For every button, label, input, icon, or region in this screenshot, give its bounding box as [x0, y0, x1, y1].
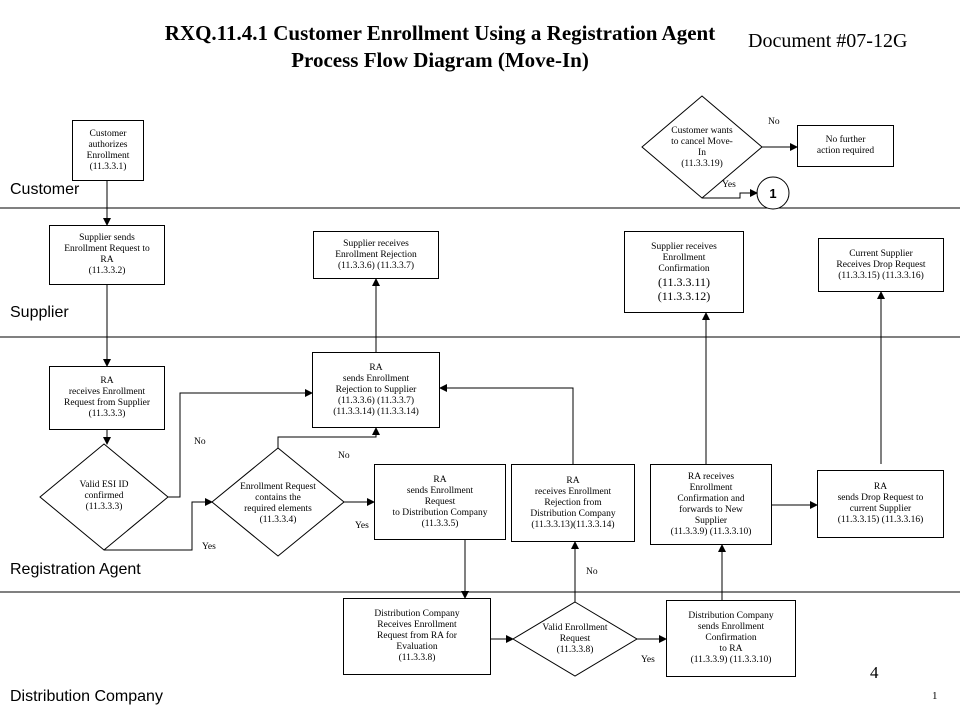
- label-valid-esi-no: No: [194, 437, 206, 447]
- decision-valid-request: Valid Enrollment Request (11.3.3.8): [542, 622, 608, 655]
- label-contains-no: No: [338, 451, 350, 461]
- lane-label-distribution-company: Distribution Company: [10, 688, 163, 705]
- step-supplier-receives-confirmation: Supplier receives Enrollment Confirmatio…: [624, 231, 744, 313]
- step-ra-sends-rejection: RA sends Enrollment Rejection to Supplie…: [312, 352, 440, 428]
- wire-valid-esi-no: [168, 389, 313, 498]
- wire-contains-no: [277, 427, 380, 448]
- label-contains-yes: Yes: [355, 521, 369, 531]
- wire-cancel-yes: [702, 189, 758, 199]
- label-valid-request-no: No: [586, 567, 598, 577]
- slide-number: 1: [932, 690, 938, 702]
- step-ra-receives-confirmation: RA receives Enrollment Confirmation and …: [650, 464, 772, 545]
- step-ra-sends-drop: RA sends Drop Request to current Supplie…: [817, 470, 944, 538]
- step-supplier-sends-request: Supplier sends Enrollment Request to RA …: [49, 225, 165, 285]
- page-number: 4: [870, 663, 879, 682]
- step-ra-sends-to-dc: RA sends Enrollment Request to Distribut…: [374, 464, 506, 540]
- step-no-further-action: No further action required: [797, 125, 894, 167]
- wire-dc-rejection-to-ra: [439, 384, 574, 464]
- label-cancel-no: No: [768, 117, 780, 127]
- label-valid-request-yes: Yes: [641, 655, 655, 665]
- decision-valid-esi: Valid ESI ID confirmed (11.3.3.3): [79, 479, 129, 512]
- lane-label-supplier: Supplier: [10, 304, 69, 321]
- step-dc-sends-confirmation: Distribution Company sends Enrollment Co…: [666, 600, 796, 677]
- step-supplier-receives-rejection: Supplier receives Enrollment Rejection (…: [313, 231, 439, 279]
- wire-valid-esi-yes: [104, 498, 213, 551]
- decision-contains-elements: Enrollment Request contains the required…: [240, 482, 316, 525]
- supplier-confirmation-codes: (11.3.3.11) (11.3.3.12): [657, 274, 711, 303]
- supplier-confirmation-text: Supplier receives Enrollment Confirmatio…: [651, 241, 717, 274]
- decision-contains-elements-shape: [211, 447, 345, 557]
- label-cancel-yes: Yes: [722, 180, 736, 190]
- lane-label-registration-agent: Registration Agent: [10, 561, 141, 578]
- page-title: RXQ.11.4.1 Customer Enrollment Using a R…: [164, 21, 716, 72]
- document-number: Document #07-12G: [748, 30, 908, 52]
- step-ra-receives-rejection: RA receives Enrollment Rejection from Di…: [511, 464, 635, 542]
- decision-valid-request-shape: [512, 601, 638, 677]
- label-valid-esi-yes: Yes: [202, 542, 216, 552]
- step-current-supplier-receives-drop: Current Supplier Receives Drop Request (…: [818, 238, 944, 292]
- lane-label-customer: Customer: [10, 181, 80, 198]
- decision-cancel-move-in: Customer wants to cancel Move- In (11.3.…: [671, 126, 733, 169]
- step-ra-receives-request: RA receives Enrollment Request from Supp…: [49, 366, 165, 430]
- connector-label: 1: [769, 185, 777, 201]
- step-dc-receives-request: Distribution Company Receives Enrollment…: [343, 598, 491, 675]
- step-customer-authorizes: Customer authorizes Enrollment (11.3.3.1…: [72, 120, 144, 181]
